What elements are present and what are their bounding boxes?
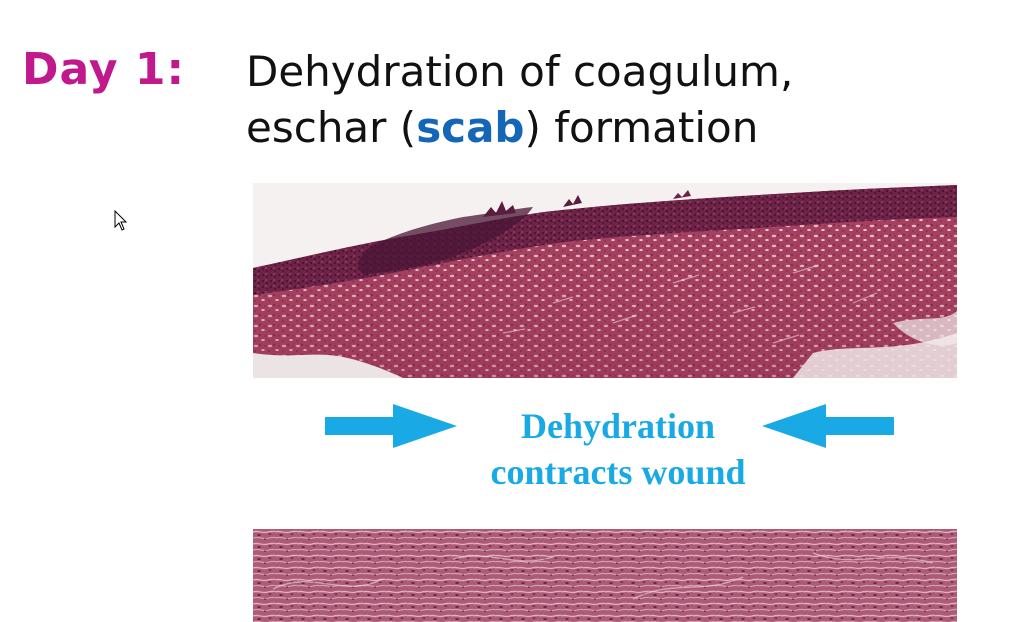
caption-line-1: Dehydration bbox=[520, 406, 715, 446]
micrograph-eschar bbox=[253, 183, 957, 378]
day-label: Day 1: bbox=[22, 44, 186, 95]
title-line-1: Dehydration of coagulum, bbox=[246, 47, 794, 96]
mouse-pointer-icon bbox=[114, 209, 128, 232]
right-pointing-arrow-icon bbox=[325, 404, 457, 448]
title-line-2: eschar (scab) formation bbox=[246, 100, 793, 156]
left-pointing-arrow-icon bbox=[762, 404, 894, 448]
title-line-2-suffix: ) formation bbox=[524, 103, 759, 152]
title-line-2-prefix: eschar ( bbox=[246, 103, 417, 152]
dehydration-caption: Dehydration contracts wound bbox=[440, 403, 796, 495]
caption-line-2: contracts wound bbox=[490, 452, 746, 492]
micrograph-contracted-tissue bbox=[253, 529, 957, 622]
scab-highlight: scab bbox=[416, 103, 525, 152]
slide-title: Dehydration of coagulum, eschar (scab) f… bbox=[246, 44, 793, 156]
